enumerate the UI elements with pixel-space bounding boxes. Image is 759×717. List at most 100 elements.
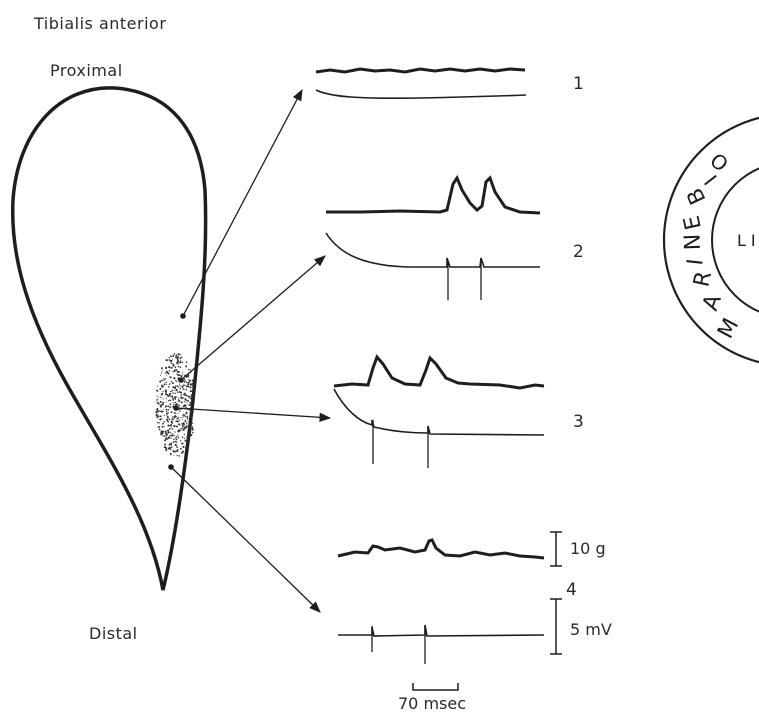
stipple-dot [174,396,176,398]
stipple-dot [185,440,187,442]
stipple-dot [170,453,172,455]
stipple-dot [180,357,182,359]
stipple-dot [172,392,174,394]
stipple-dot [184,415,185,416]
stipple-dot [170,449,171,450]
stipple-dot [173,404,174,405]
trace-2 [326,178,540,300]
stipple-dot [162,391,163,392]
stipple-dot [181,357,182,358]
stipple-dot [189,402,190,403]
stipple-dot [161,426,163,428]
stipple-dot [190,422,192,424]
stipple-dot [178,421,180,423]
stipple-dot [172,371,173,372]
stipple-dot [192,379,194,381]
svg-text:M: M [713,314,744,342]
stipple-dot [159,381,161,383]
stipple-dot [184,434,185,435]
stipple-dot [157,408,159,410]
svg-text:A: A [698,291,727,314]
stipple-dot [166,393,167,394]
arrow-to-trace-1 [183,90,302,316]
stipple-dot [170,442,172,444]
stipple-dot [182,436,184,438]
stipple-dot [165,449,167,451]
stipple-dot [182,419,183,420]
stipple-dot [182,426,184,428]
trace-number-3: 3 [573,412,584,432]
stipple-dot [179,385,180,386]
stipple-dot [169,376,171,378]
arrow-to-trace-4 [171,467,320,612]
trace-3-tension [334,357,544,388]
stipple-dot [168,436,170,438]
stipple-dot [163,409,164,410]
stipple-dot [184,438,185,439]
voltage-scale-label: 5 mV [570,620,612,639]
stipple-dot [178,386,179,387]
stipple-dot [169,394,170,395]
stipple-dot [183,414,184,415]
stipple-dot [189,386,191,388]
stipple-dot [192,395,194,397]
stipple-dot [179,410,181,412]
stipple-dot [165,432,167,434]
stipple-dot [164,378,166,380]
stipple-dot [192,410,194,412]
stipple-dot [184,394,186,396]
stipple-dot [186,382,187,383]
stipple-dot [159,388,161,390]
stipple-dot [165,407,166,408]
muscle-name-label: Tibialis anterior [34,14,166,33]
stipple-dot [172,416,173,417]
stipple-dot [168,429,169,430]
stipple-dot [167,412,169,414]
trace-1-emg [316,90,526,98]
stipple-dot [160,432,162,434]
stipple-dot [182,429,183,430]
stipple-dot [176,436,177,437]
stipple-dot [186,412,188,414]
stipple-dot [179,384,180,385]
stipple-dot [188,426,190,428]
stipple-dot [162,423,164,425]
stipple-dot [183,394,184,395]
stipple-dot [185,427,187,429]
stipple-dot [190,369,191,370]
stipple-dot [182,362,183,363]
stipple-dot [177,455,178,456]
stipple-dot [166,401,167,402]
stipple-dot [165,372,166,373]
stipple-dot [160,405,162,407]
trace-number-1: 1 [573,74,584,94]
force-scale-label: 10 g [570,539,606,558]
stipple-dot [178,437,180,439]
stipple-dot [169,367,170,368]
stipple-dot [170,360,171,361]
stipple-dot [186,395,188,397]
arrow-to-trace-3 [176,408,330,418]
stipple-dot [158,402,159,403]
stipple-dot [179,392,180,393]
stipple-dot [169,444,170,445]
trace-1 [316,69,526,98]
stipple-dot [177,371,179,373]
stipple-dot [165,393,167,395]
stipple-dot [159,410,161,412]
stipple-dot [174,370,176,372]
stipple-dot [183,447,184,448]
stipple-dot [163,380,164,381]
stipple-dot [172,398,174,400]
stipple-dot [184,381,186,383]
stipple-dot [173,441,175,443]
stipple-dot [191,399,193,401]
stipple-dot [163,426,164,427]
stipple-dot [175,421,176,422]
stipple-dot [182,415,184,417]
stipple-dot [184,401,185,402]
library-stamp: M A R I N E B I O LI [664,114,759,366]
stipple-dot [179,366,181,368]
stipple-dot [166,439,167,440]
stipple-dot [173,353,175,355]
